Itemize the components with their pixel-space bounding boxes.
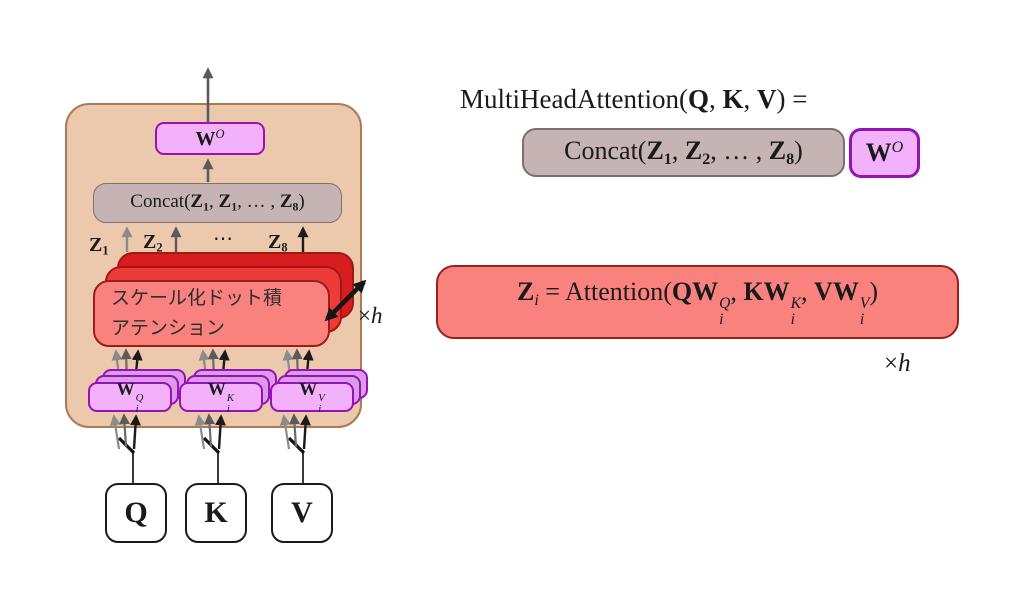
z1-label: Z1: [89, 234, 109, 258]
sdpa-label-line2: アテンション: [111, 316, 226, 339]
v-input-box: V: [271, 483, 333, 543]
k-branch-mark: [202, 436, 221, 455]
q-branch-mark: [117, 436, 136, 455]
concat-chip-label: Concat(Z1, Z2, … , Z8): [564, 136, 803, 168]
k-input-label: K: [204, 496, 228, 529]
v-branch-mark: [287, 436, 306, 455]
wo-chip-label: WO: [865, 138, 904, 167]
z8-label: Z8: [268, 231, 288, 255]
times-h-diagram-label: ×h: [358, 303, 383, 328]
concat-chip: Concat(Z1, Z2, … , Z8): [522, 128, 845, 177]
sdpa-label-line1: スケール化ドット積: [111, 287, 283, 310]
scaled-dot-product-attention-box: スケール化ドット積 アテンション: [93, 280, 330, 347]
z2-label: Z2: [143, 231, 163, 255]
q-input-box: Q: [105, 483, 167, 543]
mha-formula: MultiHeadAttention(Q, K, V) =: [460, 84, 808, 114]
v-input-label: V: [291, 496, 313, 529]
wo-chip: WO: [849, 128, 920, 178]
wo-box-label: WO: [195, 126, 225, 150]
wo-box: WO: [155, 122, 265, 155]
concat-box-label: Concat(Z1, Z1, … , Z8): [130, 191, 305, 214]
q-input-label: Q: [124, 496, 148, 529]
k-input-box: K: [185, 483, 247, 543]
z-ellipsis-label: ⋯: [213, 228, 233, 250]
times-h-formula-label: ×h: [884, 350, 911, 377]
concat-box: Concat(Z1, Z1, … , Z8): [93, 183, 342, 223]
